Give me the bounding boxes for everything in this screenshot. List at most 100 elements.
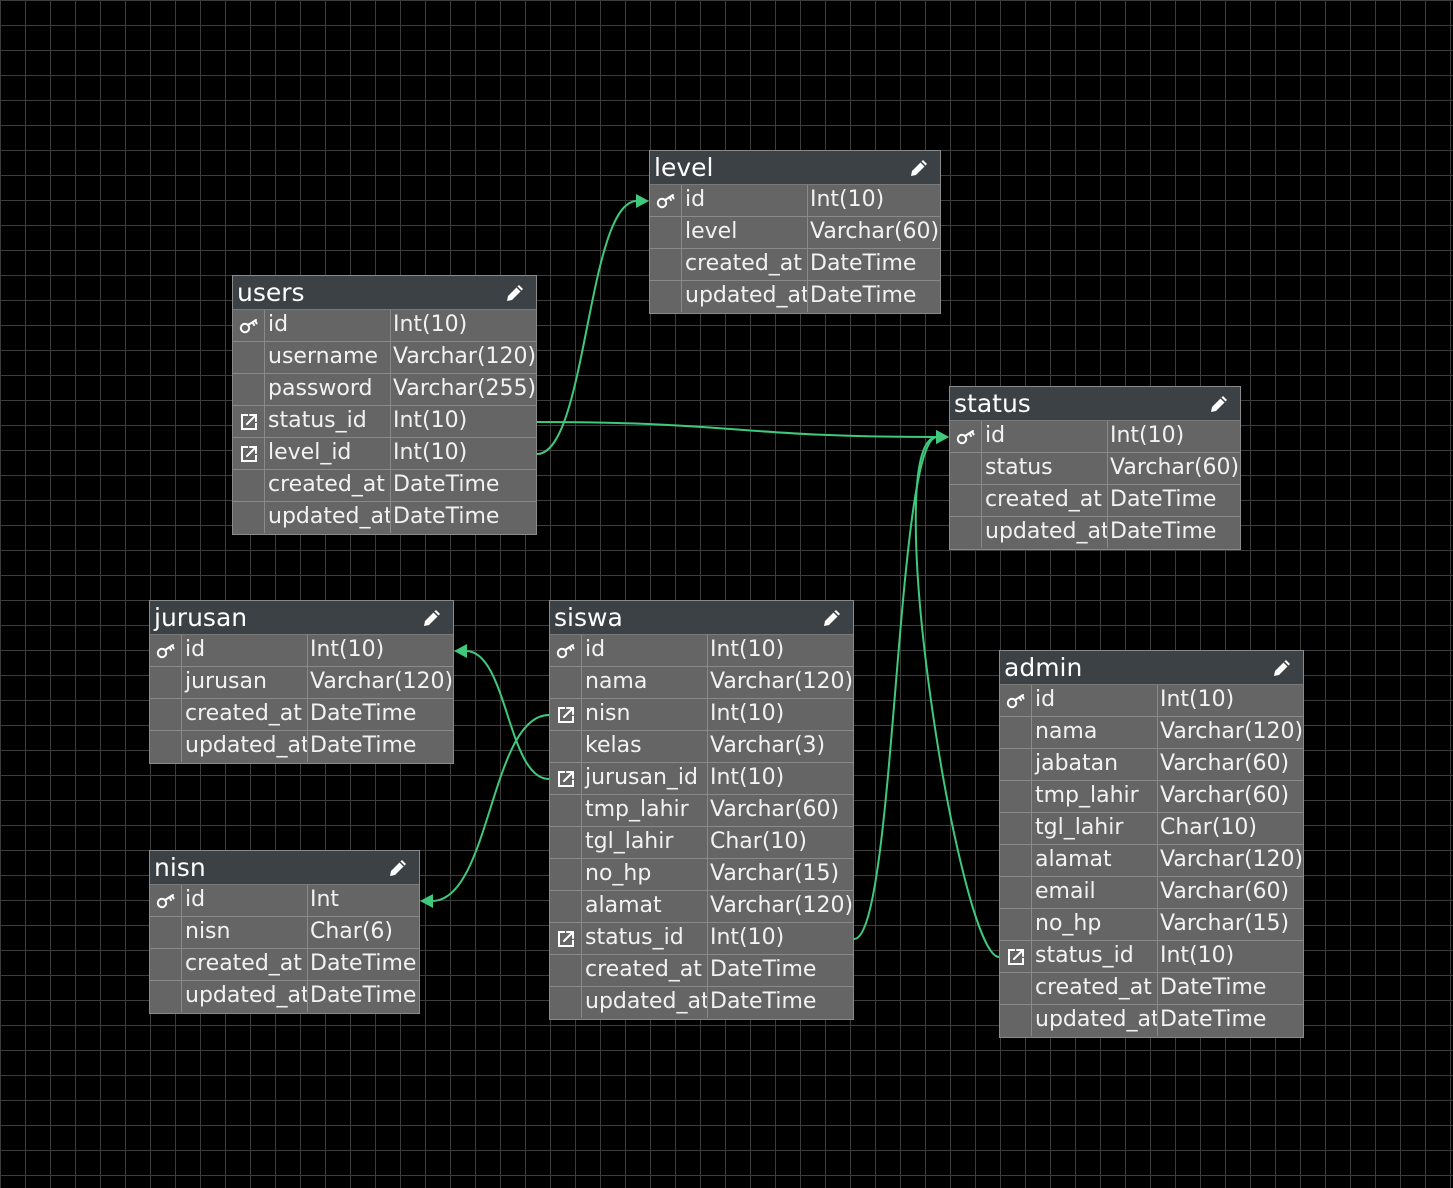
column-icon-cell: [650, 217, 682, 248]
table-header[interactable]: status: [950, 387, 1240, 421]
column-type: Varchar(60): [1160, 783, 1290, 808]
table-title: status: [954, 389, 1031, 418]
column-name: alamat: [582, 891, 708, 922]
column-type: DateTime: [710, 989, 817, 1014]
table-header[interactable]: siswa: [550, 601, 853, 635]
column-type: Int(10): [810, 187, 885, 212]
column-type: Int(10): [710, 701, 785, 726]
edit-table-button[interactable]: [908, 157, 930, 179]
table-header[interactable]: users: [233, 276, 536, 310]
column-type: DateTime: [1160, 975, 1267, 1000]
edit-table-button[interactable]: [387, 857, 409, 879]
column-icon-cell: [1000, 781, 1032, 812]
column-type: Int(10): [310, 637, 385, 662]
key-icon: [150, 635, 182, 666]
pencil-icon: [911, 160, 927, 176]
key-icon: [150, 885, 182, 916]
arrowhead-icon: [936, 430, 949, 444]
column-name: jurusan_id: [582, 763, 708, 794]
column-type: DateTime: [1110, 487, 1217, 512]
table-header[interactable]: admin: [1000, 651, 1303, 685]
column-icon-cell: [650, 249, 682, 280]
edit-table-button[interactable]: [421, 607, 443, 629]
column-icon-cell: [1000, 909, 1032, 940]
column-type: Int(10): [710, 637, 785, 662]
column-icon-cell: [233, 502, 265, 533]
edit-table-button[interactable]: [504, 282, 526, 304]
edit-table-button[interactable]: [821, 607, 843, 629]
foreign-key-icon: [233, 438, 265, 469]
column-name: no_hp: [1032, 909, 1158, 940]
column-icon-cell: [950, 485, 982, 516]
table-header[interactable]: jurusan: [150, 601, 453, 635]
edit-table-button[interactable]: [1208, 393, 1230, 415]
column-type: Varchar(120): [393, 344, 536, 369]
column-type: DateTime: [310, 701, 417, 726]
table-header[interactable]: nisn: [150, 851, 419, 885]
key-icon: [1000, 685, 1032, 716]
column-type: Char(10): [1160, 815, 1257, 840]
arrowhead-icon: [936, 430, 949, 444]
arrowhead-icon: [936, 430, 949, 444]
edit-table-button[interactable]: [1271, 657, 1293, 679]
column-icon-cell: [550, 955, 582, 986]
table-header[interactable]: level: [650, 151, 940, 185]
column-type: DateTime: [393, 504, 500, 529]
column-icon-cell: [550, 731, 582, 762]
